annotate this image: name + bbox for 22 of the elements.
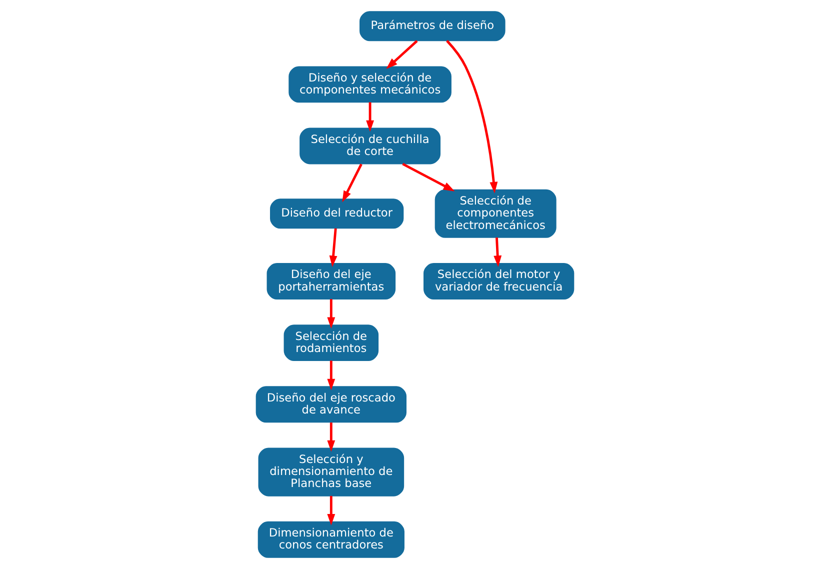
arrow: [328, 228, 337, 268]
node-box: Dimensionamiento de conos centradores: [257, 521, 404, 558]
arrow: [326, 422, 335, 452]
arrow: [366, 102, 374, 132]
arrow: [326, 299, 335, 329]
arrow: [446, 40, 498, 194]
node-box: Selección y dimensionamiento de Planchas base: [258, 448, 404, 496]
node-box: Diseño del reductor: [270, 198, 404, 229]
node-box: Selección de cuchilla de corte: [299, 128, 440, 164]
arrow: [326, 360, 335, 390]
arrow: [386, 40, 418, 69]
arrow: [402, 162, 454, 192]
arrow: [326, 496, 335, 526]
arrow: [342, 164, 362, 202]
node-box: Selección de rodamientos: [283, 324, 378, 362]
node-box: Selección del motor y variador de frecuencia: [423, 263, 574, 300]
node-box: Selección de componentes electromecánicos: [434, 189, 556, 238]
arrow: [493, 237, 502, 267]
node-box: Diseño del eje roscado de avance: [255, 386, 406, 423]
node-box: Parámetros de diseño: [359, 11, 505, 42]
node-box: Diseño del eje portaherramientas: [266, 263, 396, 300]
node-box: Diseño y selección de componentes mecánicos: [288, 66, 451, 103]
